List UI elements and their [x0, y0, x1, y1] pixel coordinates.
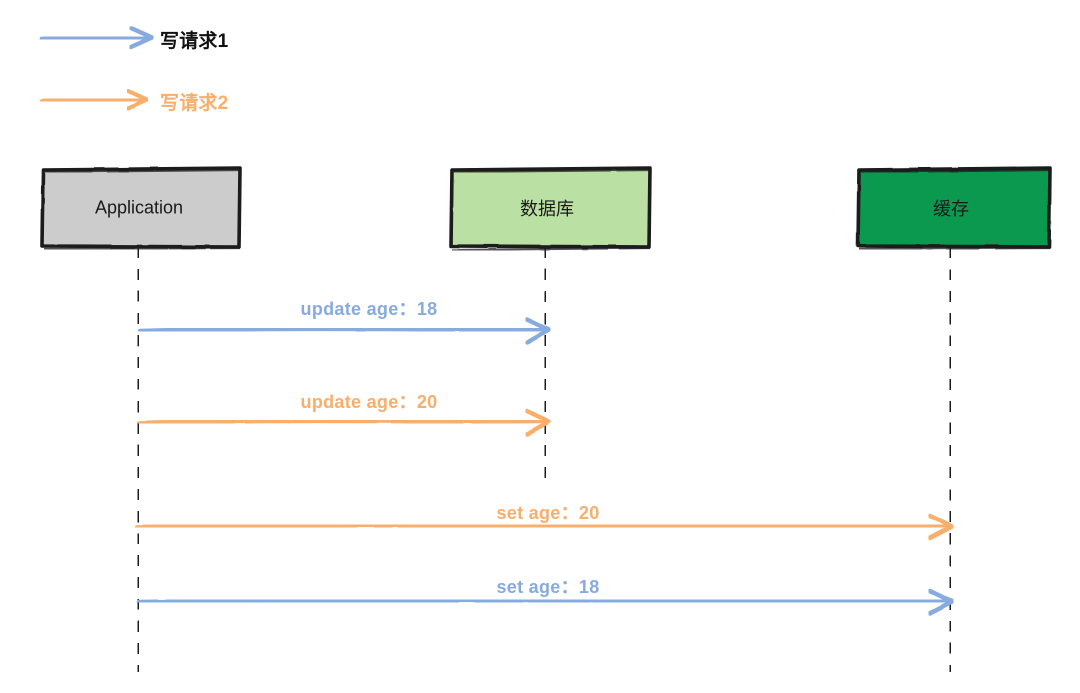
lifeline-application: [136, 246, 141, 673]
participant-label-cache: 缓存: [933, 199, 969, 219]
participant-box-cache[interactable]: [856, 166, 1052, 251]
message-arrow-m4: [136, 588, 955, 616]
lifeline-cache: [948, 246, 953, 673]
participant-label-database: 数据库: [520, 199, 574, 219]
participant-label-application: Application: [94, 197, 184, 218]
lifeline-database: [543, 246, 548, 479]
message-arrow-m2: [136, 408, 552, 437]
message-arrow-m3: [134, 513, 955, 541]
participant-box-database[interactable]: [449, 166, 652, 252]
message-label-m1: update age：18: [300, 299, 438, 319]
legend-label-write-request-1: 写请求1: [160, 31, 229, 52]
legend-arrow-1: [39, 25, 155, 50]
legend-label-write-request-2: 写请求2: [160, 93, 229, 114]
message-arrow-m1: [137, 316, 552, 345]
message-label-m3: set age：20: [496, 503, 600, 523]
legend-arrow-2: [39, 89, 149, 110]
message-label-m2: update age：20: [300, 392, 438, 412]
participant-box-application[interactable]: [40, 166, 242, 251]
message-label-m4: set age：18: [496, 577, 600, 597]
